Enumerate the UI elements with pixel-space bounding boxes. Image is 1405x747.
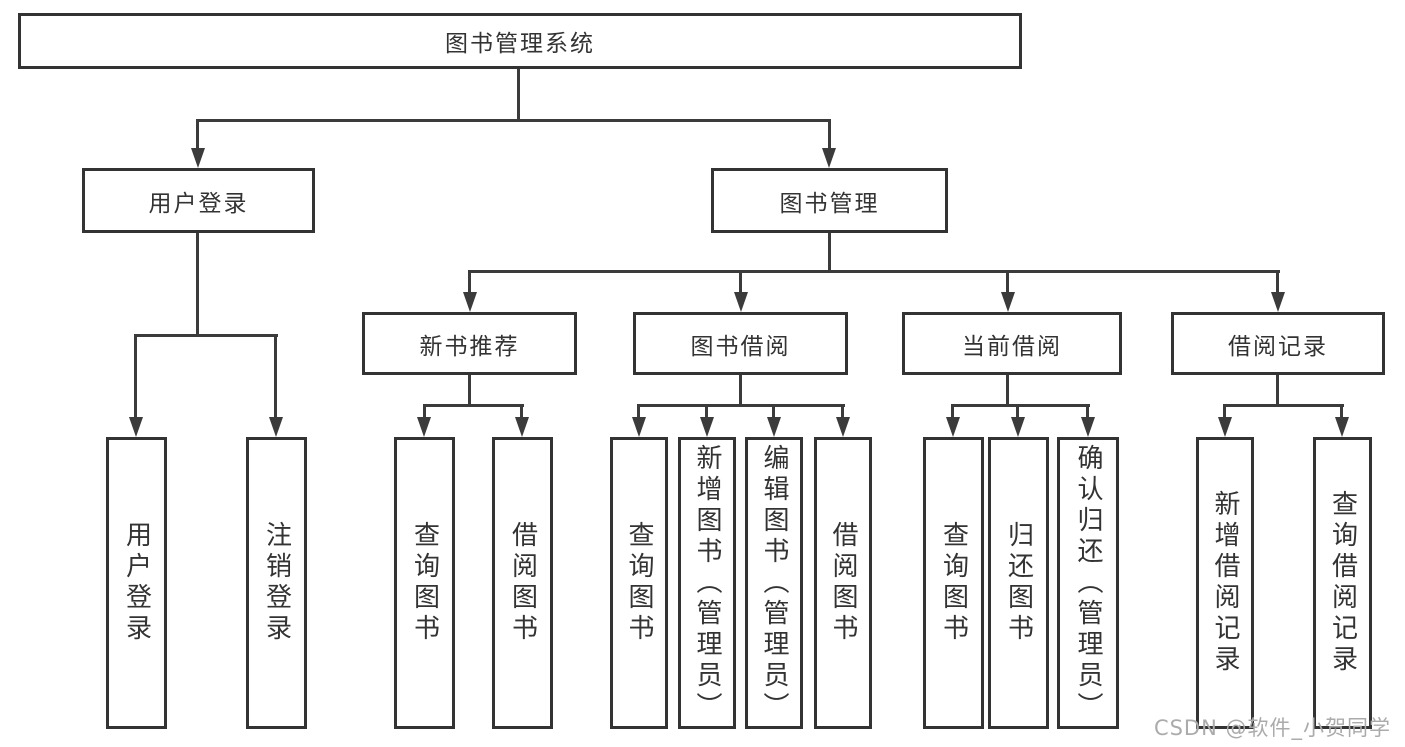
connector-drop-leaf (1223, 404, 1226, 420)
leaf-query-books-current: 查询图书 (923, 437, 984, 729)
node-book-mgmt: 图书管理 (711, 168, 948, 233)
connector-current-borrow-stem (1006, 375, 1009, 407)
connector-drop-leaf (1086, 404, 1089, 420)
connector-drop-leaf (1016, 404, 1019, 420)
leaf-query-books-borrow: 查询图书 (610, 437, 668, 729)
connector-drop-leaf (705, 404, 708, 420)
node-user-login-label: 用户登录 (148, 190, 249, 217)
node-borrow-records: 借阅记录 (1171, 312, 1385, 375)
leaf-borrow-books-label: 借阅图书 (507, 521, 538, 645)
arrow-down-icon (767, 417, 781, 437)
leaf-user-login-label: 用户登录 (121, 521, 152, 645)
arrow-down-icon (1001, 292, 1015, 312)
leaf-query-books-label: 查询图书 (409, 521, 440, 645)
connector-drop-leaf (520, 404, 523, 420)
connector-new-books-rail (423, 404, 524, 407)
arrow-down-icon (836, 417, 850, 437)
node-new-books: 新书推荐 (362, 312, 577, 375)
leaf-return-book: 归还图书 (988, 437, 1049, 729)
node-user-login: 用户登录 (82, 168, 315, 233)
arrow-down-icon (700, 417, 714, 437)
connector-drop-borrow-records (1276, 270, 1279, 294)
leaf-query-borrow-record-label: 查询借阅记录 (1327, 490, 1358, 676)
leaf-user-login: 用户登录 (106, 437, 167, 729)
leaf-query-books-newbooks: 查询图书 (394, 437, 455, 729)
node-book-borrow: 图书借阅 (633, 312, 848, 375)
leaf-add-book-admin-label: 新增图书（管理员） (692, 443, 722, 723)
leaf-query-books-label: 查询图书 (624, 521, 654, 645)
node-book-borrow-label: 图书借阅 (690, 333, 791, 360)
connector-drop-user-login (196, 119, 199, 150)
arrow-down-icon (1011, 417, 1025, 437)
connector-book-borrow-stem (739, 375, 742, 407)
arrow-down-icon (129, 417, 143, 437)
connector-drop-leaf (1340, 404, 1343, 420)
leaf-confirm-return-admin: 确认归还（管理员） (1057, 437, 1119, 729)
leaf-edit-book-admin-label: 编辑图书（管理员） (759, 443, 789, 723)
leaf-add-borrow-record-label: 新增借阅记录 (1210, 490, 1240, 676)
arrow-down-icon (1335, 417, 1349, 437)
leaf-borrow-books: 借阅图书 (814, 437, 872, 729)
leaf-logout-label: 注销登录 (261, 521, 292, 645)
connector-borrow-records-rail (1224, 404, 1344, 407)
leaf-add-book-admin: 新增图书（管理员） (678, 437, 736, 729)
connector-borrow-records-stem (1276, 375, 1279, 407)
node-root-system: 图书管理系统 (18, 13, 1022, 69)
connector-drop-new-books (468, 270, 471, 294)
leaf-borrow-books-newbooks: 借阅图书 (492, 437, 553, 729)
leaf-borrow-books-label: 借阅图书 (828, 521, 858, 645)
csdn-watermark: CSDN @软件_小贺同学 (1153, 716, 1391, 740)
connector-new-books-stem (468, 375, 471, 407)
connector-drop-book-borrow (739, 270, 742, 294)
arrow-down-icon (269, 417, 283, 437)
connector-user-login-stem (196, 233, 199, 337)
node-current-borrow-label: 当前借阅 (962, 333, 1062, 360)
leaf-return-book-label: 归还图书 (1003, 521, 1034, 645)
connector-root-rail (197, 119, 831, 122)
node-borrow-records-label: 借阅记录 (1228, 333, 1328, 360)
connector-drop-leaf (637, 404, 640, 420)
connector-current-borrow-rail (951, 404, 1090, 407)
connector-drop-leaf (841, 404, 844, 420)
node-current-borrow: 当前借阅 (902, 312, 1122, 375)
connector-drop-current-borrow (1006, 270, 1009, 294)
arrow-down-icon (1218, 417, 1232, 437)
node-root-label: 图书管理系统 (445, 31, 595, 57)
connector-drop-book-mgmt (828, 119, 831, 150)
arrow-down-icon (463, 292, 477, 312)
connector-drop-leaf-logout (274, 334, 277, 418)
leaf-edit-book-admin: 编辑图书（管理员） (745, 437, 803, 729)
arrow-down-icon (822, 148, 836, 168)
arrow-down-icon (734, 292, 748, 312)
connector-drop-leaf-login (134, 334, 137, 418)
connector-book-mgmt-stem (828, 233, 831, 273)
leaf-query-borrow-record: 查询借阅记录 (1313, 437, 1372, 729)
arrow-down-icon (191, 148, 205, 168)
arrow-down-icon (1271, 292, 1285, 312)
leaf-confirm-return-admin-label: 确认归还（管理员） (1073, 443, 1103, 723)
leaf-logout: 注销登录 (246, 437, 307, 729)
node-book-mgmt-label: 图书管理 (779, 190, 880, 217)
arrow-down-icon (632, 417, 646, 437)
connector-drop-leaf (951, 404, 954, 420)
leaf-add-borrow-record: 新增借阅记录 (1196, 437, 1254, 729)
connector-root-stem (517, 69, 520, 122)
connector-drop-leaf (423, 404, 426, 420)
connector-user-login-rail (134, 334, 278, 337)
connector-drop-leaf (772, 404, 775, 420)
arrow-down-icon (417, 417, 431, 437)
node-new-books-label: 新书推荐 (419, 333, 520, 360)
connector-book-mgmt-rail (468, 270, 1280, 273)
connector-book-borrow-rail (637, 404, 845, 407)
arrow-down-icon (515, 417, 529, 437)
arrow-down-icon (1081, 417, 1095, 437)
leaf-query-books-label: 查询图书 (938, 521, 969, 645)
arrow-down-icon (946, 417, 960, 437)
